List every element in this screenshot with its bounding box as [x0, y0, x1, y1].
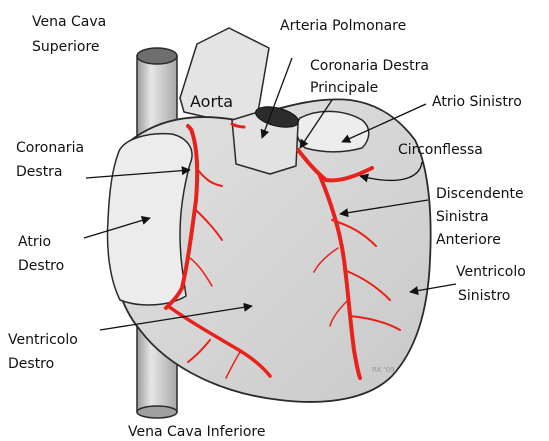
label-circonflessa: Circonflessa — [398, 142, 483, 158]
label-discendente-3: Anteriore — [436, 232, 501, 248]
label-ventricolo-sinistro-1: Ventricolo — [456, 264, 526, 280]
atrio-destro-shape — [108, 134, 192, 305]
label-arteria-polmonare: Arteria Polmonare — [280, 18, 406, 34]
label-vena-cava-superiore-1: Vena Cava — [32, 14, 106, 30]
label-ventricolo-destro-1: Ventricolo — [8, 332, 78, 348]
label-ventricolo-sinistro-2: Sinistro — [458, 288, 510, 304]
label-discendente-1: Discendente — [436, 186, 524, 202]
label-coronaria-destra-principale-1: Coronaria Destra — [310, 58, 429, 74]
label-coronaria-destra-1: Coronaria — [16, 140, 84, 156]
label-vena-cava-inferiore: Vena Cava Inferiore — [128, 424, 266, 440]
label-aorta: Aorta — [190, 92, 233, 111]
label-ventricolo-destro-2: Destro — [8, 356, 54, 372]
atrio-sinistro-shape — [296, 111, 368, 151]
label-atrio-sinistro: Atrio Sinistro — [432, 94, 522, 110]
label-atrio-destro-2: Destro — [18, 258, 64, 274]
label-coronaria-destra-principale-2: Principale — [310, 80, 378, 96]
label-vena-cava-superiore-2: Superiore — [32, 39, 100, 55]
label-discendente-2: Sinistra — [436, 209, 489, 225]
signature-text: RK '09 — [372, 366, 395, 374]
label-atrio-destro-1: Atrio — [18, 234, 51, 250]
label-coronaria-destra-2: Destra — [16, 164, 63, 180]
